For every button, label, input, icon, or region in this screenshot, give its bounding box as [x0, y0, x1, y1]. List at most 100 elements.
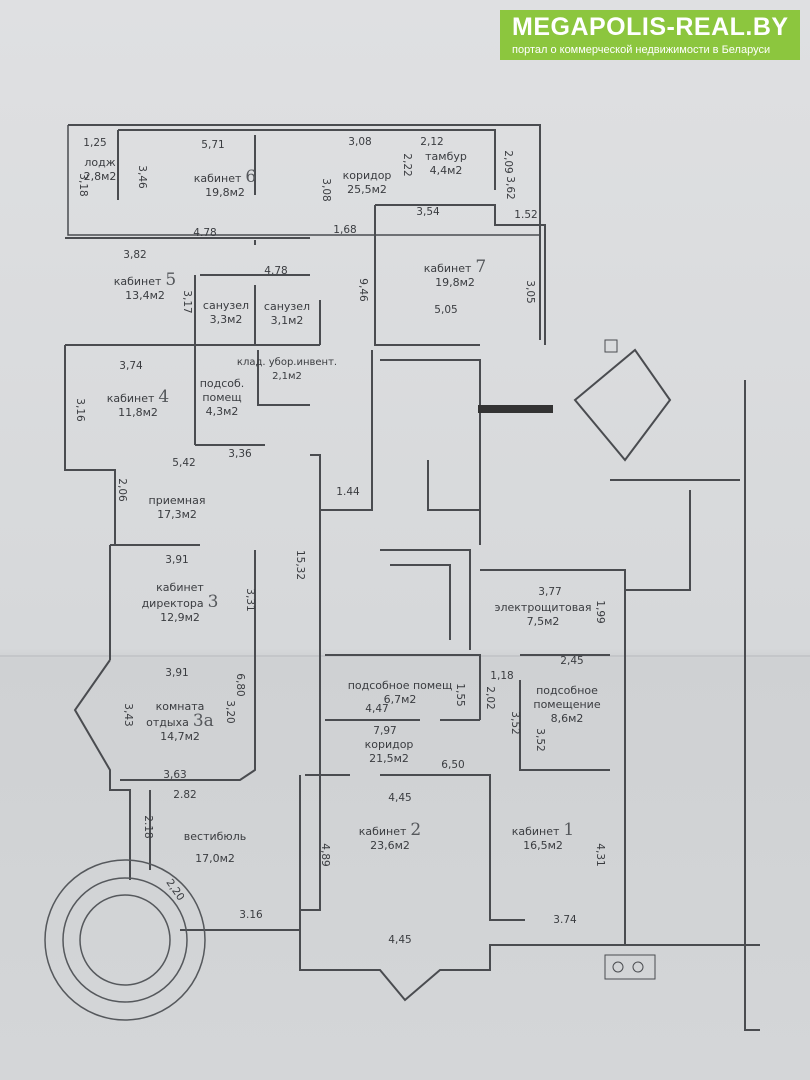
dimension-label: 6,50: [441, 759, 465, 771]
room-area: 11,8м2: [118, 406, 158, 419]
room-name: санузел: [202, 299, 250, 312]
megapolis-logo[interactable]: MEGAPOLIS-REAL.BY портал о коммерческой …: [500, 10, 800, 60]
dimension-label: 9,46: [357, 278, 369, 302]
dimension-label: 3,91: [165, 554, 189, 566]
room-number: 3а: [192, 711, 214, 731]
room-name: кабинет: [106, 392, 155, 405]
room-area: 2,8м2: [83, 170, 117, 183]
room-area: 6,7м2: [383, 693, 417, 706]
room-name: кабинет: [193, 172, 242, 185]
dimension-label: 2,45: [560, 655, 584, 667]
dimension-label: 2.82: [173, 789, 197, 801]
dimension-label: 2.18: [142, 815, 154, 839]
dimension-label: 15,32: [294, 549, 306, 581]
dimension-label: 3,20: [224, 700, 236, 724]
room-name: лодж: [84, 156, 116, 169]
dimension-label: 3,52: [534, 728, 546, 752]
dimension-label: 1,55: [454, 683, 466, 707]
room-area: 4,3м2: [205, 405, 239, 418]
room-name: кабинет: [358, 825, 407, 838]
dimension-label: 3,17: [181, 290, 193, 314]
dimension-label: 3,91: [165, 667, 189, 679]
room-number: 4: [158, 387, 170, 407]
dimension-label: 3,62: [504, 176, 516, 200]
dimension-label: 3.16: [239, 909, 263, 921]
dimension-label: 3,74: [119, 360, 143, 372]
room-area: 4,4м2: [429, 164, 463, 177]
dimension-label: 1,25: [83, 137, 107, 149]
room-area: 16,5м2: [523, 839, 563, 852]
room-area: 3,1м2: [270, 314, 304, 327]
room-name: тамбур: [425, 150, 467, 163]
dimension-label: 5,05: [434, 304, 458, 316]
room-name: подсобное помещ: [347, 679, 453, 692]
dimension-label: 3,16: [74, 398, 86, 422]
dimension-label: 3,08: [320, 178, 332, 202]
dimension-label: 1,18: [490, 670, 514, 682]
room-number: 6: [245, 167, 257, 187]
dimension-label: 3,52: [509, 711, 521, 735]
dimension-label: 3,05: [524, 280, 536, 304]
room-name: приемная: [148, 494, 206, 507]
room-number: 5: [165, 270, 177, 290]
dimension-label: 3.74: [553, 914, 577, 926]
dimension-label: 6,80: [234, 673, 246, 697]
room-number: 7: [475, 257, 487, 277]
room-name: электрощитовая: [494, 601, 592, 614]
dimension-label: 2,02: [484, 686, 496, 710]
room-number: 2: [410, 820, 422, 840]
dimension-label: 4.78: [264, 265, 288, 277]
dimension-label: 4.78: [193, 227, 217, 239]
room-area: 7,5м2: [526, 615, 560, 628]
dimension-label: 3,82: [123, 249, 147, 261]
room-storage: клад. убор.инвент.2,1м2: [237, 356, 337, 384]
room-area: 3,3м2: [209, 313, 243, 326]
dimension-label: 4,45: [388, 934, 412, 946]
dimension-label: 3,36: [228, 448, 252, 460]
room-area: 17,3м2: [157, 508, 197, 521]
room-name: кабинет: [511, 825, 560, 838]
room-name: подсоб. помещ: [199, 377, 245, 404]
dimension-label: 5,71: [201, 139, 225, 151]
room-area: 17,0м2: [195, 852, 235, 865]
dimension-label: 4,47: [365, 703, 389, 715]
room-name: вестибюль: [183, 830, 247, 843]
room-lobby: вестибюль 17,0м2: [184, 830, 246, 866]
room-area: 13,4м2: [125, 289, 165, 302]
dimension-label: 3,18: [77, 173, 89, 197]
dimension-label: 1,68: [333, 224, 357, 236]
room-area: 23,6м2: [370, 839, 410, 852]
room-name: кабинет: [113, 275, 162, 288]
dimension-label: 3,46: [136, 165, 148, 189]
room-area: 19,8м2: [205, 186, 245, 199]
logo-title: MEGAPOLIS-REAL.BY: [512, 13, 789, 41]
room-name: клад. убор.инвент.: [236, 357, 338, 368]
dimension-label: 4,45: [388, 792, 412, 804]
room-area: 21,5м2: [369, 752, 409, 765]
room-number: 1: [563, 820, 575, 840]
room-area: 25,5м2: [347, 183, 387, 196]
dimension-label: 3,54: [416, 206, 440, 218]
room-name: кабинет директора: [141, 581, 204, 610]
room-name: кабинет: [423, 262, 472, 275]
room-name: коридор: [342, 169, 392, 182]
dimension-label: 4,89: [319, 843, 331, 867]
logo-subtitle: портал о коммерческой недвижимости в Бел…: [512, 44, 771, 56]
room-area: 14,7м2: [160, 730, 200, 743]
